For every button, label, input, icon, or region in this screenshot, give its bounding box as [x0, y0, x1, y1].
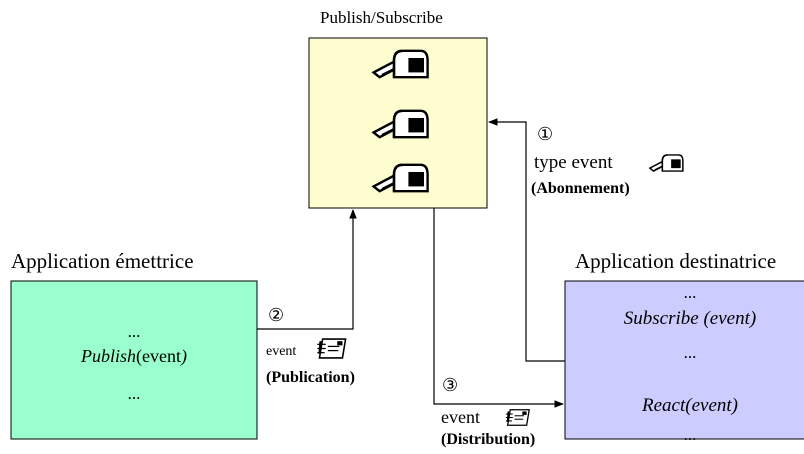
pubsub-title: Publish/Subscribe: [320, 8, 443, 27]
publish-close-paren: ): [181, 346, 187, 366]
emitter-title: Application émettrice: [11, 249, 194, 273]
step-1-caption: (Abonnement): [531, 180, 630, 197]
step-1-number: ①: [537, 124, 554, 144]
receiver-react-call: React(event): [642, 395, 738, 416]
step-3-label: event: [441, 407, 480, 427]
subscription-arrow: [488, 118, 565, 362]
receiver-subscribe-call: Subscribe (event): [623, 308, 757, 329]
step-3-number: ③: [442, 375, 459, 395]
mailbox-icon: [649, 154, 684, 172]
emitter-ellipsis-bottom: ...: [127, 384, 141, 403]
receiver-ellipsis-3: ...: [683, 425, 697, 444]
publish-function-name: Publish: [81, 346, 137, 366]
step-3-caption: (Distribution): [441, 431, 536, 448]
emitter-publish-call: Publish(event): [11, 346, 257, 367]
emitter-box: [10, 280, 258, 440]
step-2-number: ②: [268, 305, 285, 325]
receiver-ellipsis-1: ...: [683, 283, 697, 302]
letter-icon: [505, 408, 531, 427]
step-2-label: event: [266, 344, 297, 359]
publication-arrow: [257, 209, 357, 330]
receiver-box: [564, 280, 804, 440]
emitter-ellipsis-top: ...: [127, 322, 141, 341]
step-2-caption: (Publication): [266, 369, 355, 386]
receiver-title: Application destinatrice: [575, 249, 777, 273]
letter-icon: [316, 338, 347, 359]
receiver-ellipsis-2: ...: [683, 343, 697, 362]
publish-argument: (event: [136, 346, 181, 366]
step-1-label: type event: [534, 152, 613, 173]
distribution-arrow: [433, 208, 564, 408]
